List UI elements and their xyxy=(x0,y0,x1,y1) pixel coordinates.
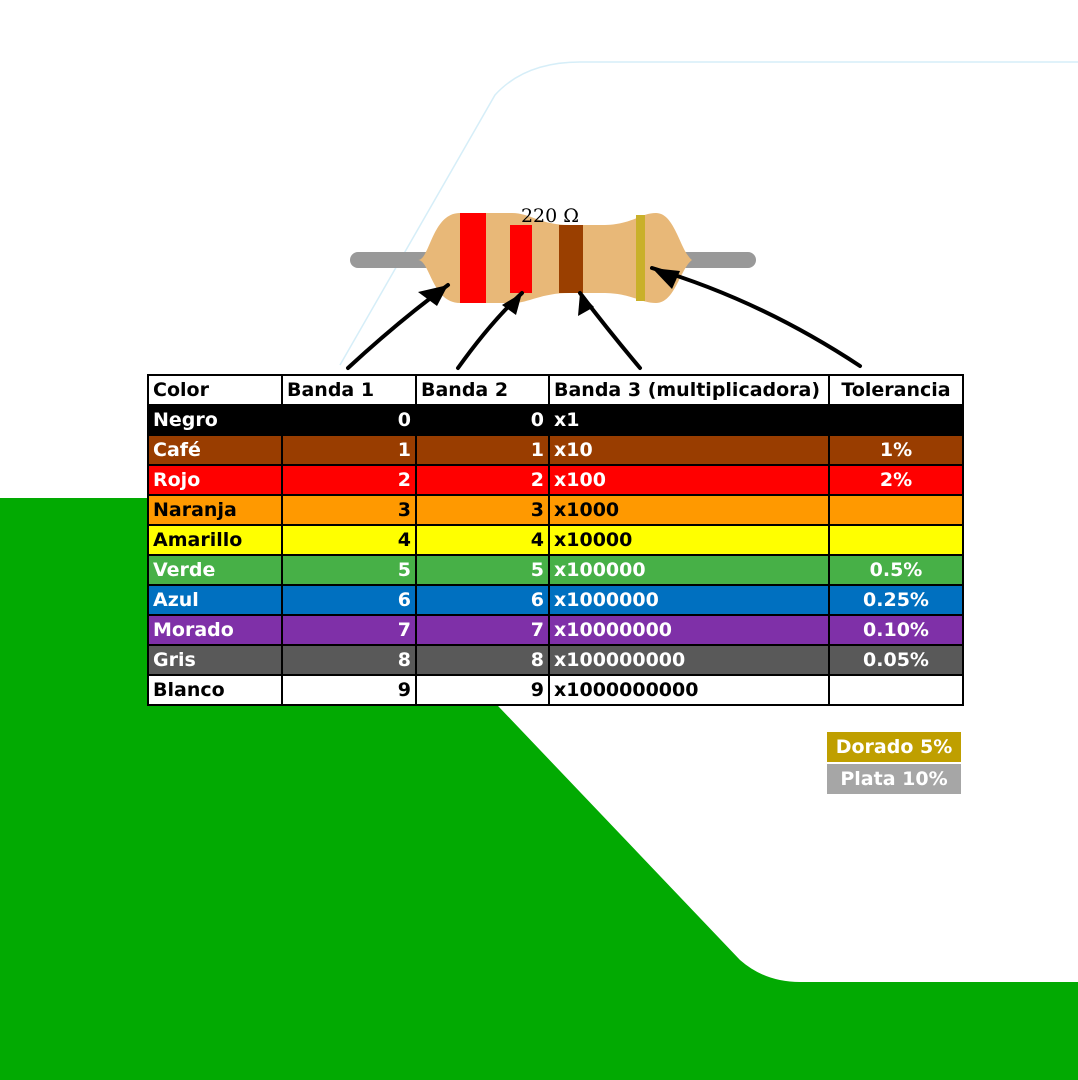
cell-multiplicador: x100000000 xyxy=(548,644,830,676)
cell-multiplicador: x100000 xyxy=(548,554,830,586)
white-tab-outline xyxy=(339,61,1078,366)
cell-banda-2: 0 xyxy=(415,404,550,436)
resistor-color-code-table: Color Banda 1 Banda 2 Banda 3 (multiplic… xyxy=(147,374,964,706)
arrow-tolerancia xyxy=(650,266,862,368)
header-banda-3: Banda 3 (multiplicadora) xyxy=(548,374,830,406)
cell-banda-2: 2 xyxy=(415,464,550,496)
cell-tolerancia: 2% xyxy=(828,464,964,496)
cell-color: Verde xyxy=(147,554,283,586)
cell-multiplicador: x10 xyxy=(548,434,830,466)
cell-color: Blanco xyxy=(147,674,283,706)
cell-banda-1: 8 xyxy=(281,644,417,676)
cell-tolerancia: 1% xyxy=(828,434,964,466)
cell-banda-1: 4 xyxy=(281,524,417,556)
cell-multiplicador: x1 xyxy=(548,404,830,436)
cell-multiplicador: x1000000 xyxy=(548,584,830,616)
resistor-body xyxy=(418,213,692,303)
cell-color: Rojo xyxy=(147,464,283,496)
header-banda-1: Banda 1 xyxy=(281,374,417,406)
cell-tolerancia: 0.05% xyxy=(828,644,964,676)
cell-banda-1: 7 xyxy=(281,614,417,646)
cell-banda-1: 9 xyxy=(281,674,417,706)
table-header-row: Color Banda 1 Banda 2 Banda 3 (multiplic… xyxy=(147,374,964,406)
tolerance-dorado: Dorado 5% xyxy=(827,732,961,762)
cell-banda-2: 3 xyxy=(415,494,550,526)
cell-color: Azul xyxy=(147,584,283,616)
cell-banda-1: 6 xyxy=(281,584,417,616)
header-color: Color xyxy=(147,374,283,406)
cell-banda-1: 3 xyxy=(281,494,417,526)
cell-tolerancia: 0.25% xyxy=(828,584,964,616)
cell-banda-1: 5 xyxy=(281,554,417,586)
cell-banda-2: 4 xyxy=(415,524,550,556)
cell-tolerancia xyxy=(828,524,964,556)
tolerance-plata: Plata 10% xyxy=(827,764,961,794)
cell-color: Naranja xyxy=(147,494,283,526)
cell-banda-2: 1 xyxy=(415,434,550,466)
cell-banda-1: 2 xyxy=(281,464,417,496)
cell-tolerancia xyxy=(828,404,964,436)
cell-banda-2: 6 xyxy=(415,584,550,616)
cell-color: Amarillo xyxy=(147,524,283,556)
resistor-illustration: 220 Ω xyxy=(346,205,862,370)
cell-tolerancia: 0.5% xyxy=(828,554,964,586)
cell-color: Morado xyxy=(147,614,283,646)
resistor-band-2 xyxy=(510,225,532,293)
cell-multiplicador: x10000 xyxy=(548,524,830,556)
cell-color: Negro xyxy=(147,404,283,436)
resistor-band-1 xyxy=(460,213,486,303)
arrow-heads xyxy=(418,268,680,316)
cell-banda-2: 5 xyxy=(415,554,550,586)
resistor-band-3 xyxy=(559,225,583,293)
header-banda-2: Banda 2 xyxy=(415,374,550,406)
cell-tolerancia xyxy=(828,494,964,526)
cell-color: Café xyxy=(147,434,283,466)
cell-color: Gris xyxy=(147,644,283,676)
cell-multiplicador: x1000 xyxy=(548,494,830,526)
cell-multiplicador: x10000000 xyxy=(548,614,830,646)
cell-multiplicador: x1000000000 xyxy=(548,674,830,706)
resistor-value-label: 220 Ω xyxy=(521,205,579,227)
cell-tolerancia: 0.10% xyxy=(828,614,964,646)
cell-tolerancia xyxy=(828,674,964,706)
cell-banda-2: 7 xyxy=(415,614,550,646)
cell-banda-2: 8 xyxy=(415,644,550,676)
cell-multiplicador: x100 xyxy=(548,464,830,496)
cell-banda-2: 9 xyxy=(415,674,550,706)
cell-banda-1: 0 xyxy=(281,404,417,436)
cell-banda-1: 1 xyxy=(281,434,417,466)
header-tolerancia: Tolerancia xyxy=(828,374,964,406)
resistor-band-tolerance xyxy=(636,215,645,301)
